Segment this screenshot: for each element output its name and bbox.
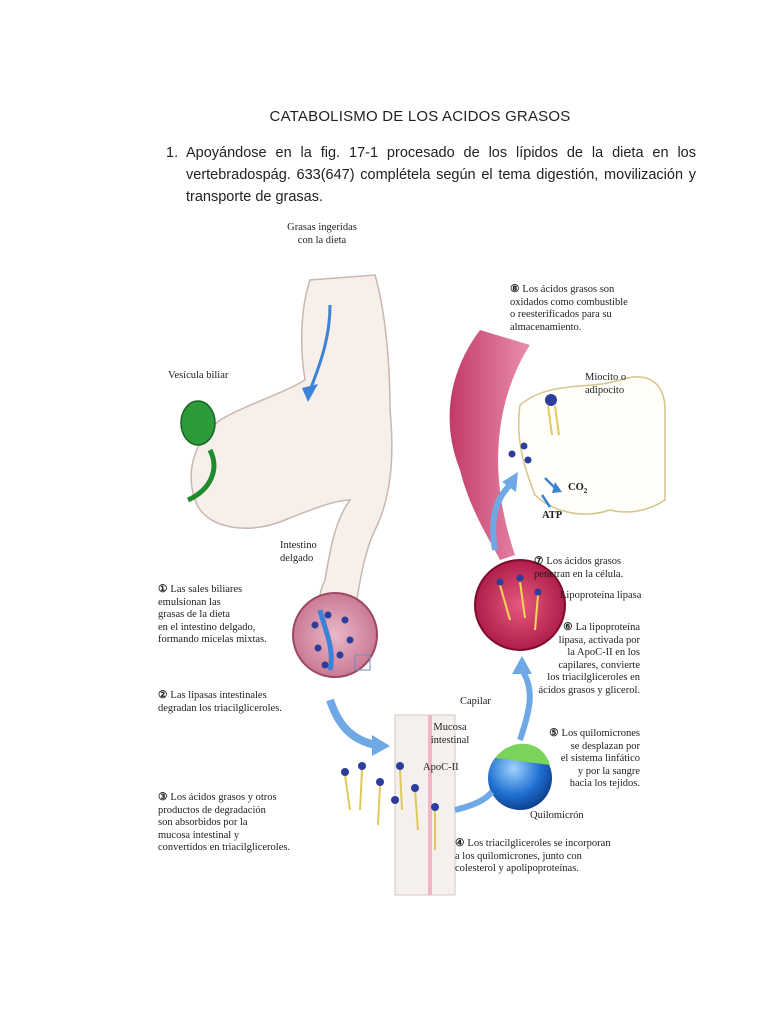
chylomicron-label: Quilomicrón: [530, 810, 584, 821]
myocyte-label: Miocito o adipocito: [585, 372, 627, 396]
ingested-fats-label: Grasas ingeridas con la dieta: [287, 222, 357, 246]
lipid-processing-figure: Grasas ingeridas con la dieta Vesícula b…: [150, 210, 680, 900]
question-number: 1.: [166, 145, 179, 161]
atp-label: ATP: [542, 510, 563, 521]
apoc-label: ApoC-II: [423, 762, 459, 773]
mucosa-label: Mucosa intestinal: [430, 722, 470, 746]
lipase-label: Lipoproteína lipasa: [560, 590, 642, 601]
co2-label: CO2: [568, 482, 588, 496]
intestine-cross-section: [292, 592, 378, 678]
figure-illustration: [180, 274, 666, 896]
mucosa-column: [394, 714, 456, 896]
question-text: Apoyándose en la fig. 17-1 procesado de …: [186, 145, 696, 205]
question-item: 1. Apoyándose en la fig. 17-1 procesado …: [166, 142, 696, 208]
page-title: CATABOLISMO DE LOS ACIDOS GRASOS: [269, 108, 571, 125]
gallbladder-shape: [180, 400, 216, 446]
myocyte-cell: [517, 376, 666, 515]
capillary-label: Capilar: [460, 696, 491, 707]
small-intestine-label: Intestino delgado: [280, 540, 317, 564]
gallbladder-label: Vesícula biliar: [168, 370, 229, 381]
stomach-arrow: [308, 304, 332, 391]
capillary-vessel: [449, 330, 530, 560]
stomach-shape: [190, 274, 393, 611]
